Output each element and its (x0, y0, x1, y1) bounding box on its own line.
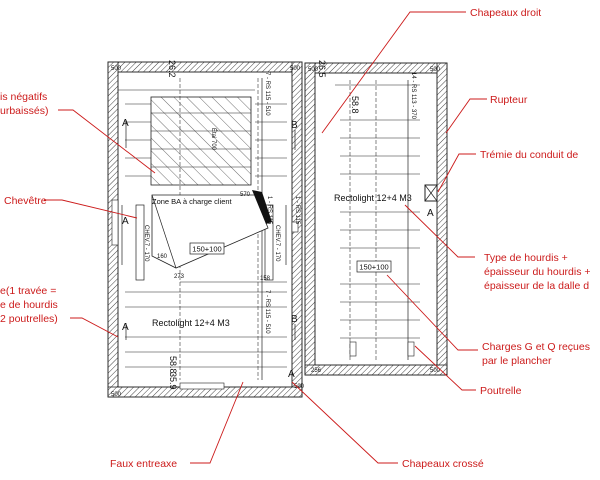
section-a-right: A (427, 208, 434, 219)
left-slab: Zone BA à charge client 570 160 273 158 … (107, 60, 305, 398)
beam-left-bottom: 7 - RS 115 - 510 (264, 290, 270, 334)
dim-left-bottom: 58.8 (168, 356, 178, 374)
label-type-hourdis-2: épaisseur du hourdis + (484, 266, 591, 278)
corner-500-rbr: 500 (430, 368, 441, 374)
tremie-vertical-label: Étai 700 (210, 128, 217, 151)
corner-500-tr: 500 (290, 66, 301, 72)
dim-158: 158 (260, 276, 271, 282)
section-b-bottom-left: B (291, 314, 298, 325)
load-label-right: 150+100 (359, 263, 388, 272)
dim-256: 256 (311, 368, 322, 374)
load-label-left: 150+100 (192, 245, 221, 254)
label-rupteur: Rupteur (490, 94, 528, 106)
section-a-mid-left: A (122, 216, 129, 227)
left-slab-label: Rectolight 12+4 M3 (152, 318, 230, 328)
label-poutrelle: Poutrelle (480, 385, 522, 397)
label-travee-1: e(1 travée = (0, 285, 56, 297)
label-charges-2: par le plancher (482, 355, 552, 367)
label-negatifs-2: urbaissés) (0, 105, 48, 117)
beam-mid-right: 1 - RS 115 (294, 196, 300, 225)
dim-top-left: 26.2 (167, 60, 177, 78)
right-slab-label: Rectolight 12+4 M3 (334, 193, 412, 203)
label-travee-3: 2 poutrelles) (0, 313, 58, 325)
section-a-top-left: A (122, 118, 129, 129)
label-tremie: Trémie du conduit de (480, 149, 578, 161)
beam-mid-left: 1 - RS 115 (266, 196, 272, 225)
label-negatifs-1: is négatifs (0, 91, 47, 103)
annotation-labels: Chapeaux droit Rupteur Trémie du conduit… (0, 7, 591, 470)
corner-500-rtr: 500 (430, 67, 441, 73)
dim-570: 570 (240, 192, 251, 198)
label-type-hourdis-1: Type de hourdis + (484, 252, 568, 264)
dim-160: 160 (157, 254, 168, 260)
label-chevetre: Chevêtre (4, 195, 47, 207)
dim-left-bottom2: 35.9 (168, 372, 178, 390)
dim-top-right: 26.5 (317, 60, 327, 78)
corner-500-lbr: 500 (294, 384, 305, 390)
label-charges-1: Charges G et Q reçues (482, 341, 590, 353)
beam-right-top: 14 - RS 113 - 370 (410, 72, 416, 120)
dim-273: 273 (174, 274, 185, 280)
label-chapeaux-droit: Chapeaux droit (470, 7, 541, 19)
tremie-hatched-zone (150, 96, 252, 186)
label-faux-entreaxe: Faux entreaxe (110, 458, 177, 470)
corner-500-tl: 500 (111, 66, 122, 72)
section-a-bottom-left: A (122, 322, 129, 333)
section-a-bottom-mid: A (288, 369, 295, 380)
chev-right: CHEV.7 - 170 (274, 225, 280, 262)
dim-right-top: 58.8 (350, 96, 360, 114)
beam-left-top: 7 - RS 115 - 510 (264, 72, 270, 116)
label-chapeaux-crosse: Chapeaux crossé (402, 458, 484, 470)
corner-500-rtl: 500 (308, 67, 319, 73)
right-slab: A Rectolight 12+4 M3 150+100 14 - RS 113… (304, 60, 448, 376)
label-travee-2: e de hourdis (0, 299, 58, 311)
section-b-top-left: B (291, 120, 298, 131)
label-type-hourdis-3: épaisseur de la dalle d (484, 280, 589, 292)
zone-ba-label: Zone BA à charge client (152, 197, 233, 206)
leader-lines (44, 11, 487, 464)
chev-left: CHEV.7 - 170 (143, 225, 149, 262)
corner-500-bl: 500 (111, 392, 122, 398)
